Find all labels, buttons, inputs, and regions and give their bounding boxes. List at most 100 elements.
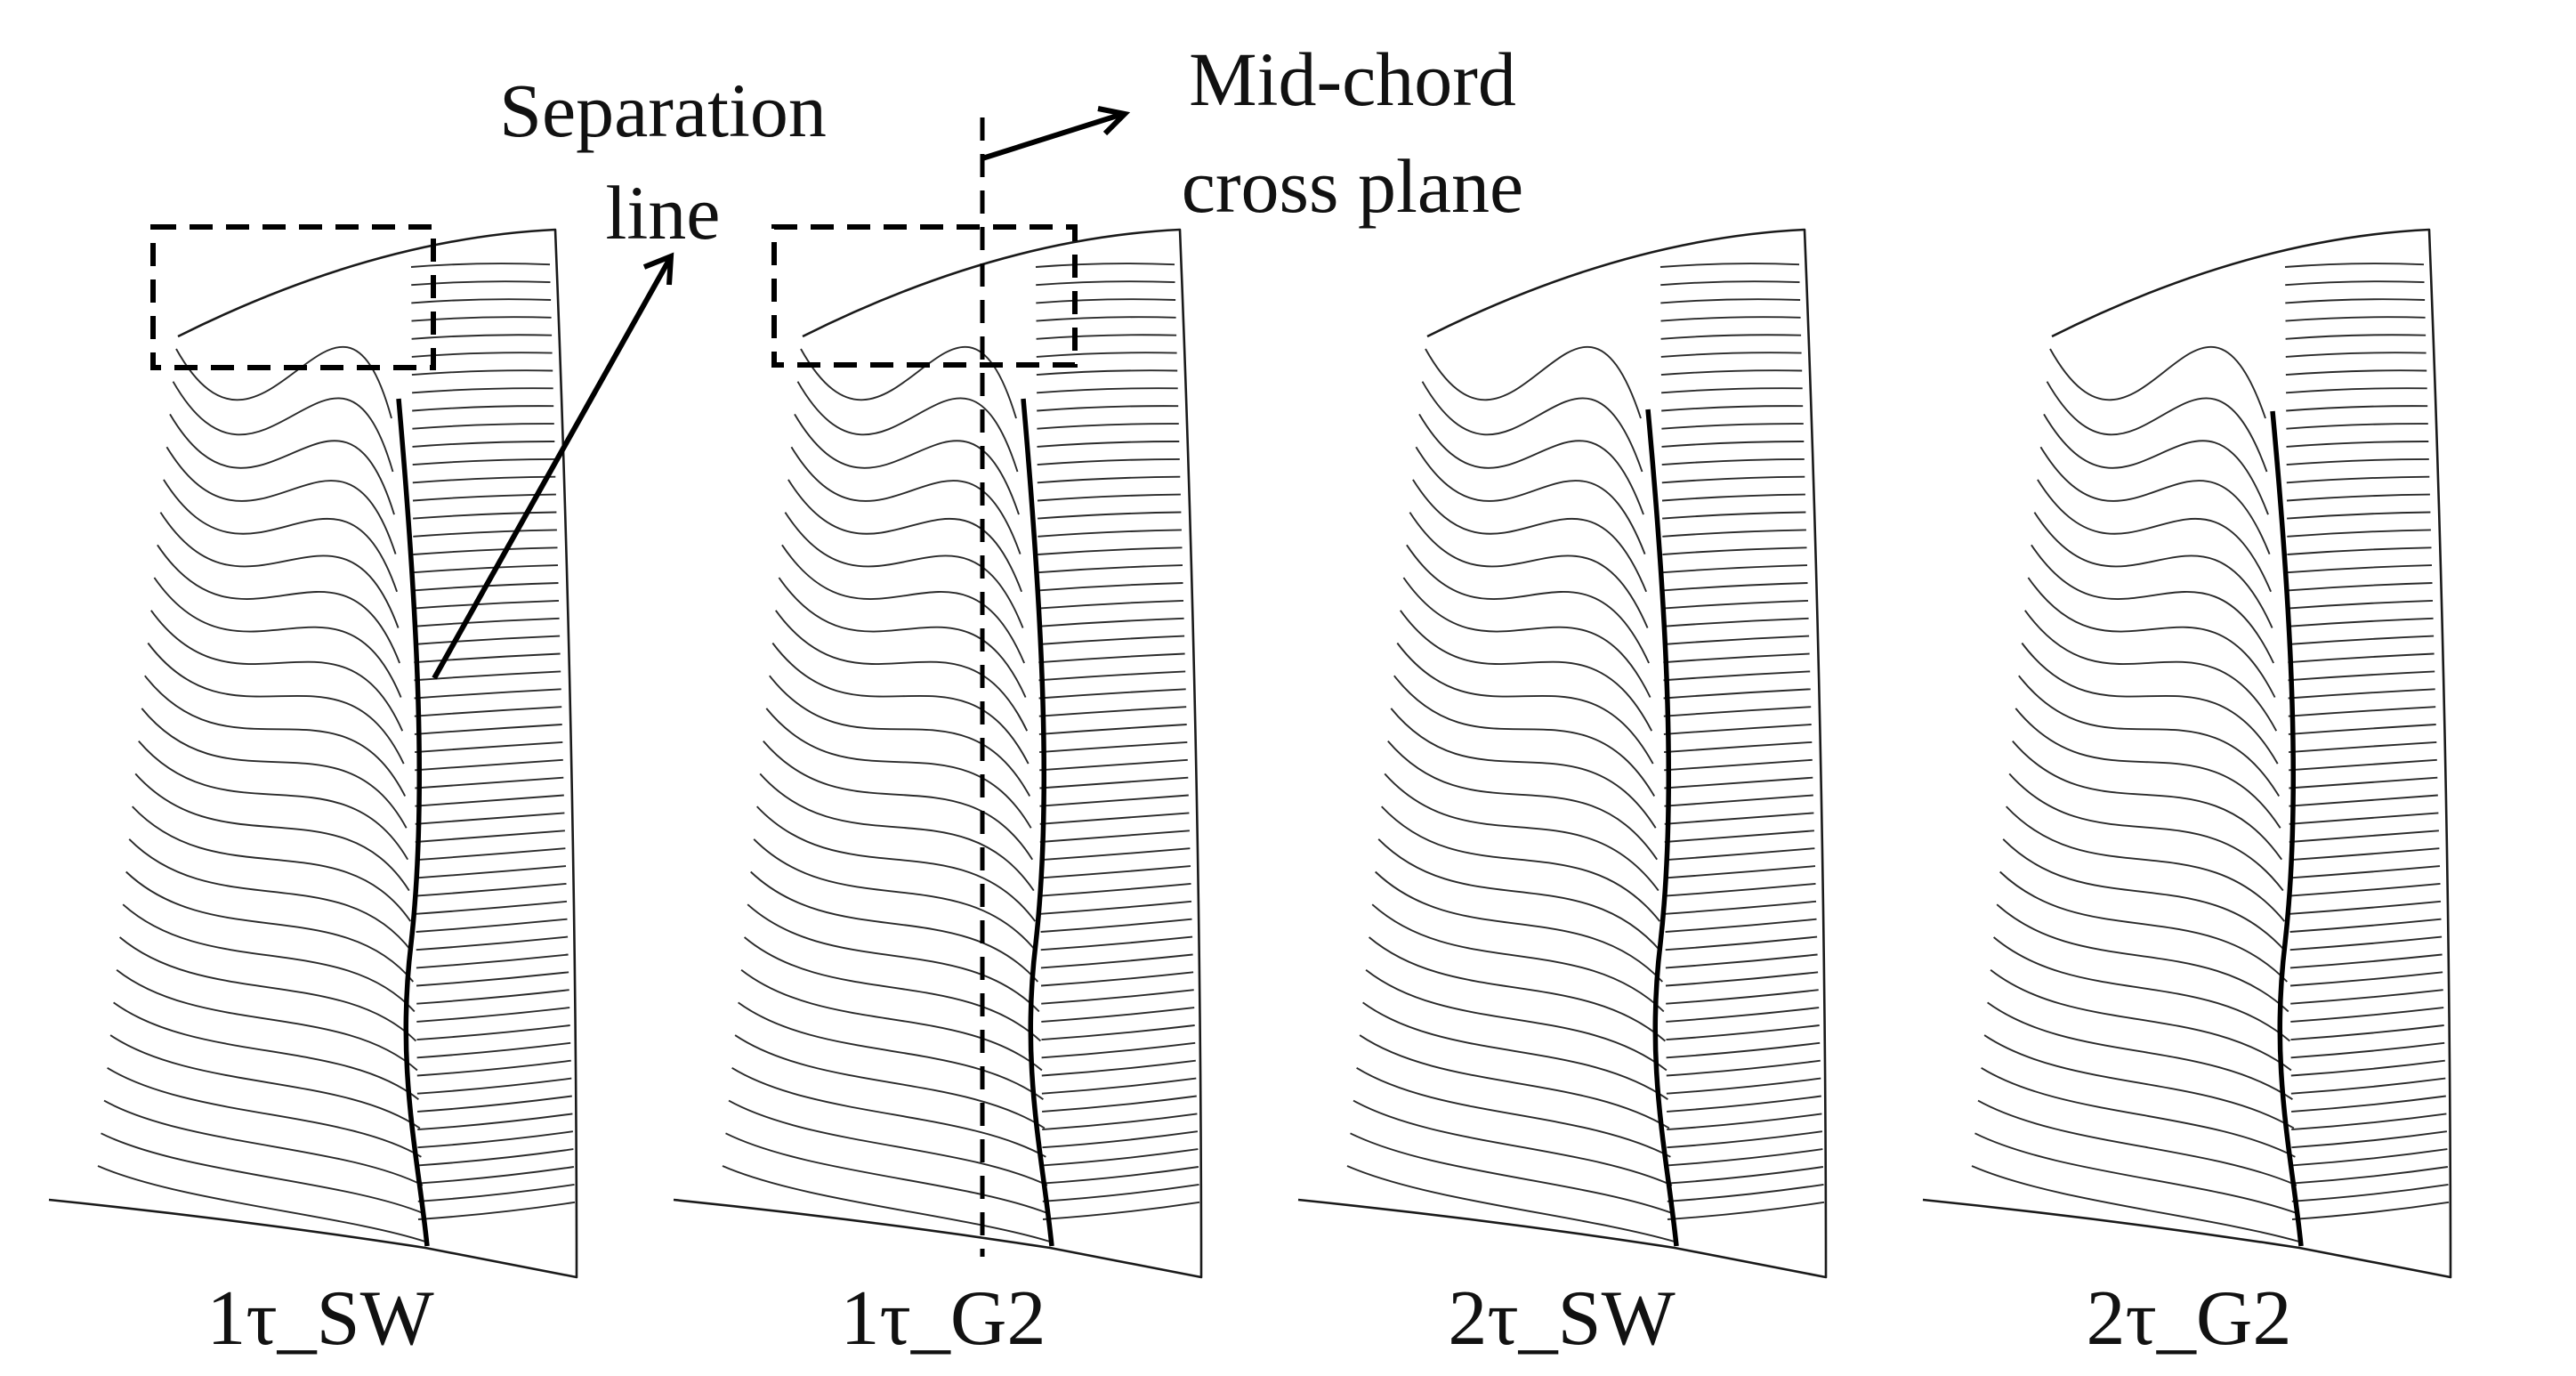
panel-label: 2τ_SW <box>1448 1275 1675 1362</box>
streamline <box>1661 387 1803 394</box>
streamline <box>1037 405 1179 412</box>
streamline <box>1384 773 1659 892</box>
streamline <box>1040 918 1192 933</box>
streamline <box>2285 334 2427 340</box>
streamline <box>416 935 569 951</box>
streamline <box>147 642 405 765</box>
streamline <box>416 865 567 879</box>
streamline <box>1409 512 1649 628</box>
streamline <box>2286 423 2428 430</box>
streamline <box>2286 457 2429 466</box>
streamline <box>1660 316 1801 322</box>
streamline <box>107 1066 422 1158</box>
streamline <box>412 475 556 484</box>
streamline <box>1041 1007 1195 1023</box>
streamline <box>416 1077 572 1095</box>
streamline <box>1402 577 1651 698</box>
streamline <box>1659 263 1800 268</box>
streamline <box>416 918 568 933</box>
streamline <box>1042 1130 1199 1149</box>
streamline <box>2285 352 2427 358</box>
separation-curve <box>1021 398 1054 1247</box>
streamline <box>2287 617 2434 627</box>
streamline <box>2290 1077 2446 1095</box>
streamline <box>1412 479 1647 593</box>
streamline <box>411 298 552 304</box>
streamline <box>1667 1113 1822 1131</box>
streamline <box>103 1099 424 1186</box>
streamline <box>1387 740 1658 861</box>
streamline <box>1040 865 1191 879</box>
streamline <box>1662 617 1809 627</box>
streamline <box>2291 1166 2449 1185</box>
blade-panel-2: 1τ_G2 <box>673 228 1203 1362</box>
streamline <box>1396 642 1654 765</box>
streamline <box>1038 546 1183 555</box>
streamline <box>1664 741 1813 754</box>
streamline <box>157 544 400 664</box>
streamline <box>2289 758 2437 772</box>
streamline <box>2285 298 2426 304</box>
streamline <box>415 794 564 807</box>
streamline <box>753 838 1038 952</box>
streamline <box>1665 953 1818 969</box>
mid-chord-arrow-head <box>1097 106 1131 136</box>
streamline <box>778 577 1027 698</box>
streamline <box>2287 564 2433 574</box>
streamline <box>417 1183 575 1202</box>
streamline <box>1393 675 1656 797</box>
blade-outline <box>1922 228 2452 1279</box>
streamline <box>2289 741 2437 754</box>
streamline <box>2291 1148 2448 1167</box>
streamline <box>722 1165 1051 1242</box>
streamline <box>1042 1095 1197 1113</box>
streamline <box>1037 493 1181 502</box>
streamline <box>740 968 1043 1072</box>
streamline <box>1660 369 1803 376</box>
streamline <box>1368 936 1667 1042</box>
streamline <box>2285 280 2425 287</box>
streamline <box>1371 903 1665 1013</box>
streamline <box>2286 493 2430 502</box>
streamline <box>2289 918 2442 933</box>
streamline <box>122 903 416 1013</box>
separation-annotation-line1: Separation <box>499 68 827 153</box>
streamline <box>1662 599 1809 610</box>
streamline <box>1660 280 1800 287</box>
streamline <box>763 740 1034 861</box>
streamline <box>1040 900 1192 915</box>
streamline <box>2289 794 2438 807</box>
streamline <box>412 405 554 412</box>
streamline <box>1041 1041 1196 1059</box>
streamline <box>2046 381 2268 473</box>
streamline <box>1667 1095 1821 1113</box>
streamline <box>97 1165 426 1242</box>
separation-curve <box>396 398 430 1247</box>
streamlines-right-region <box>410 263 576 1220</box>
streamline <box>101 1132 424 1215</box>
streamline <box>2289 935 2443 951</box>
streamline <box>416 1024 570 1041</box>
streamline <box>1667 1166 1824 1185</box>
streamline <box>1039 847 1191 862</box>
streamline <box>1661 493 1805 502</box>
streamline <box>415 776 564 789</box>
streamline <box>150 610 404 732</box>
streamline <box>1406 544 1650 664</box>
streamline <box>1996 903 2289 1013</box>
streamline <box>1036 334 1177 340</box>
streamline <box>2285 316 2426 322</box>
streamline <box>417 1113 573 1131</box>
streamline <box>1660 298 1801 304</box>
streamline <box>413 529 557 538</box>
streamline <box>413 599 560 610</box>
streamline <box>417 1148 574 1167</box>
streamline <box>1036 298 1176 304</box>
streamline <box>1037 475 1181 484</box>
streamline <box>417 1166 575 1185</box>
streamline <box>2289 900 2442 915</box>
streamline <box>413 617 560 627</box>
streamline <box>1662 564 1808 574</box>
streamlines-right-region <box>1035 263 1200 1220</box>
streamline <box>414 706 562 717</box>
